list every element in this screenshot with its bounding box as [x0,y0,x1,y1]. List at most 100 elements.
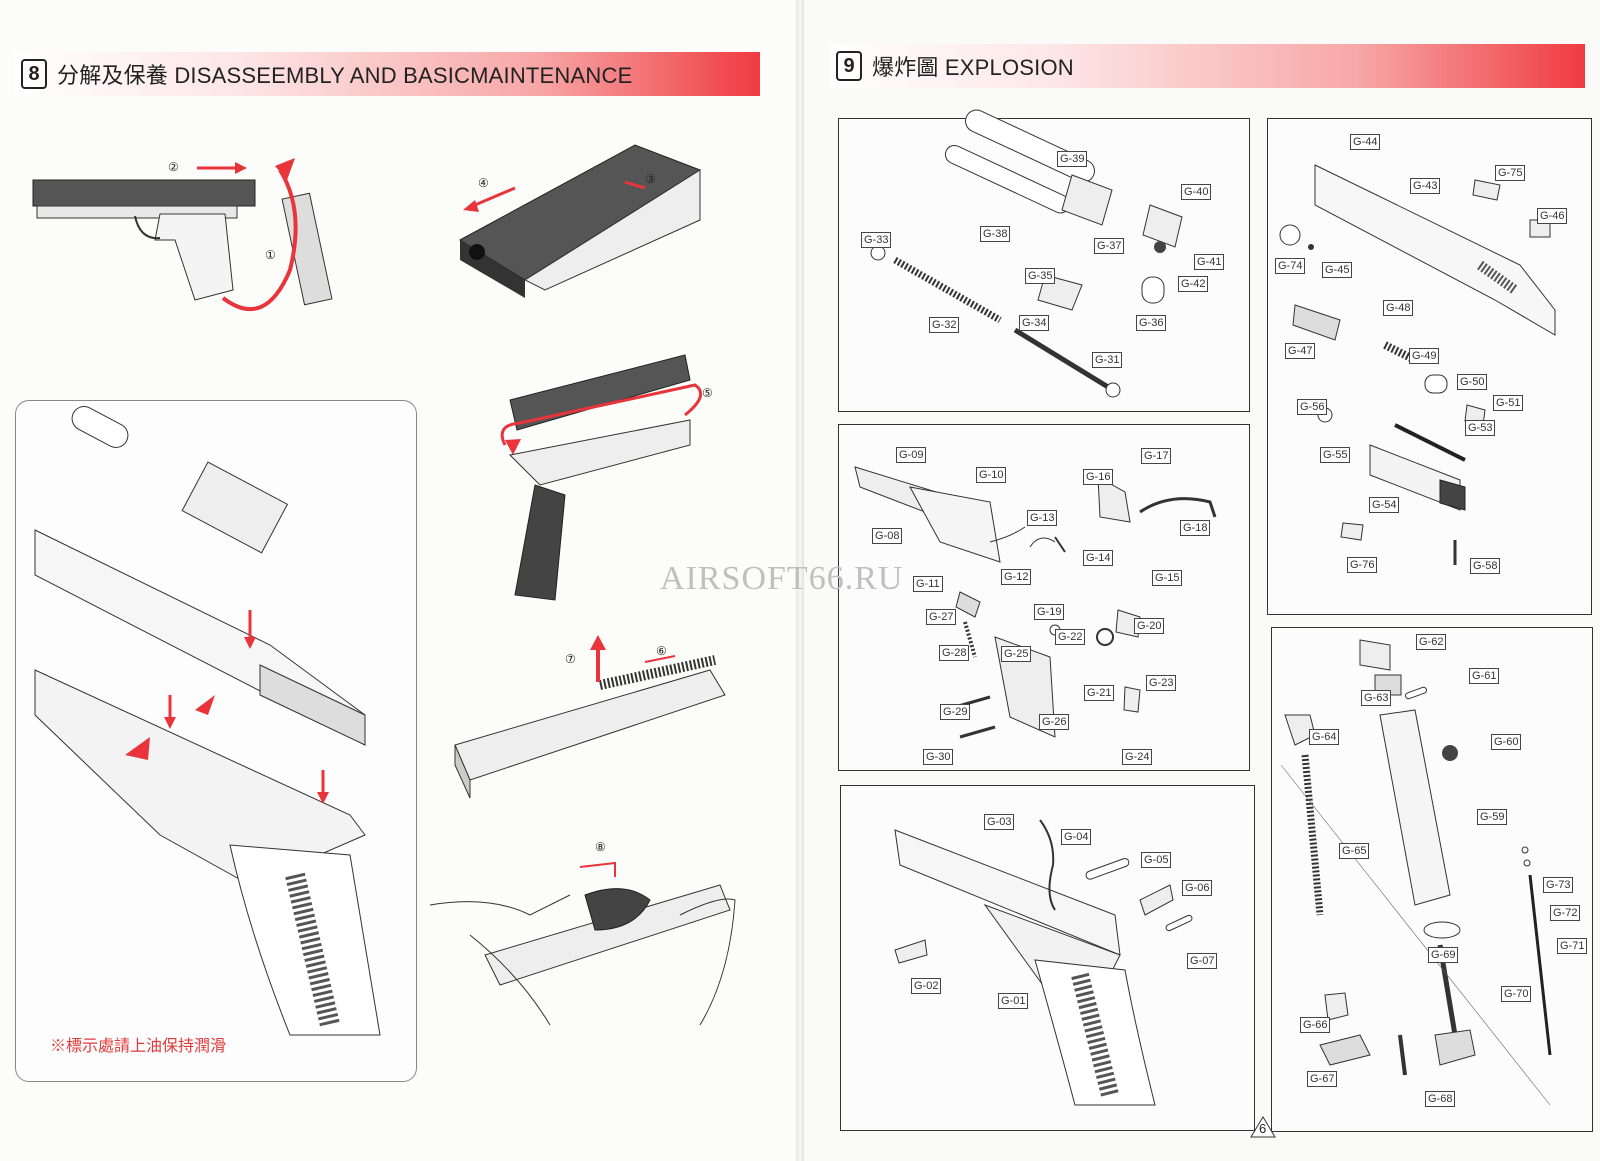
part-label-g46: G-46 [1537,208,1568,224]
part-label-g68: G-68 [1425,1091,1456,1107]
part-label-g72: G-72 [1550,905,1581,921]
part-label-g58: G-58 [1470,558,1501,574]
part-label-g41: G-41 [1194,254,1225,270]
part-label-g33: G-33 [861,232,892,248]
part-label-g22: G-22 [1055,629,1086,645]
magazine-group-art [1280,639,1552,1106]
part-label-g66: G-66 [1300,1017,1331,1033]
step-8-marker: ⑧ [595,840,606,854]
part-label-g51: G-51 [1493,395,1524,411]
part-label-g63: G-63 [1361,690,1392,706]
part-label-g43: G-43 [1410,178,1441,194]
part-label-g39: G-39 [1057,151,1088,167]
part-label-g27: G-27 [926,609,957,625]
part-label-g62: G-62 [1416,634,1447,650]
frame-group-art [894,819,1193,1106]
page-number: 6 [1259,1121,1267,1136]
part-label-g40: G-40 [1181,184,1212,200]
part-label-g08: G-08 [872,528,903,544]
part-label-g53: G-53 [1465,420,1496,436]
part-label-g55: G-55 [1320,447,1351,463]
part-label-g07: G-07 [1187,953,1218,969]
part-label-g14: G-14 [1083,550,1114,566]
slide-group-art [1279,164,1556,565]
section-9-title: 爆炸圖 EXPLOSION [872,55,1074,80]
step-4-marker: ④ [478,176,489,190]
part-label-g45: G-45 [1322,262,1353,278]
lubrication-note: ※標示處請上油保持潤滑 [50,1038,227,1055]
part-label-g64: G-64 [1309,729,1340,745]
part-label-g74: G-74 [1275,258,1306,274]
part-label-g59: G-59 [1477,809,1508,825]
step-6-7-illustration [454,635,726,799]
barrel-group-panel [838,118,1250,412]
part-label-g04: G-04 [1061,829,1092,845]
step-7-marker: ⑦ [565,652,576,666]
part-label-g65: G-65 [1339,843,1370,859]
step-3-marker: ③ [645,172,656,186]
part-label-g24: G-24 [1122,749,1153,765]
step-8-illustration [429,861,736,1026]
part-label-g26: G-26 [1039,714,1070,730]
part-label-g17: G-17 [1141,448,1172,464]
part-label-g56: G-56 [1297,399,1328,415]
part-label-g75: G-75 [1495,165,1526,181]
part-label-g20: G-20 [1134,618,1165,634]
section-9-number: 9 [836,51,862,81]
part-label-g32: G-32 [929,317,960,333]
part-label-g69: G-69 [1428,947,1459,963]
part-label-g12: G-12 [1001,569,1032,585]
part-label-g11: G-11 [913,576,943,592]
part-label-g13: G-13 [1027,510,1058,526]
part-label-g03: G-03 [984,814,1015,830]
part-label-g61: G-61 [1469,668,1500,684]
part-label-g10: G-10 [976,467,1007,483]
part-label-g42: G-42 [1178,276,1209,292]
part-label-g02: G-02 [911,978,942,994]
part-label-g54: G-54 [1369,497,1400,513]
part-label-g21: G-21 [1084,685,1115,701]
part-label-g23: G-23 [1146,675,1177,691]
part-label-g37: G-37 [1094,238,1125,254]
page-gutter [796,0,804,1161]
part-label-g19: G-19 [1034,604,1065,620]
step-5-illustration [500,354,703,601]
part-label-g71: G-71 [1557,938,1588,954]
barrel-group-art [870,109,1183,398]
trigger-group-art [854,466,1217,739]
part-label-g01: G-01 [998,993,1029,1009]
step-1-marker: ① [265,248,276,262]
page-number-marker [1250,1116,1276,1138]
part-label-g60: G-60 [1491,734,1522,750]
part-label-g67: G-67 [1307,1071,1338,1087]
part-label-g49: G-49 [1409,348,1440,364]
section-9-header: 9 爆炸圖 EXPLOSION [830,44,1585,88]
part-label-g05: G-05 [1141,852,1172,868]
part-label-g36: G-36 [1136,315,1167,331]
part-label-g18: G-18 [1180,520,1211,536]
part-label-g15: G-15 [1152,570,1183,586]
part-label-g50: G-50 [1457,374,1488,390]
part-label-g35: G-35 [1025,268,1056,284]
part-label-g29: G-29 [940,704,971,720]
part-label-g28: G-28 [939,645,970,661]
part-label-g25: G-25 [1001,646,1032,662]
part-label-g47: G-47 [1285,343,1316,359]
step-1-2-illustration [32,158,333,312]
part-label-g30: G-30 [923,749,954,765]
part-label-g06: G-06 [1182,880,1213,896]
section-8-number: 8 [21,59,47,89]
part-label-g76: G-76 [1347,557,1378,573]
part-label-g70: G-70 [1501,986,1532,1002]
step-6-marker: ⑥ [656,644,667,658]
step-2-marker: ② [168,160,179,174]
part-label-g44: G-44 [1350,134,1381,150]
part-label-g31: G-31 [1092,352,1123,368]
step-3-4-illustration [459,144,702,298]
part-label-g34: G-34 [1019,315,1050,331]
section-8-title: 分解及保養 DISASSEEMBLY AND BASICMAINTENANCE [57,63,633,88]
part-label-g09: G-09 [896,447,927,463]
part-label-g38: G-38 [980,226,1011,242]
section-8-header: 8 分解及保養 DISASSEEMBLY AND BASICMAINTENANC… [15,52,760,96]
step-5-marker: ⑤ [702,386,713,400]
